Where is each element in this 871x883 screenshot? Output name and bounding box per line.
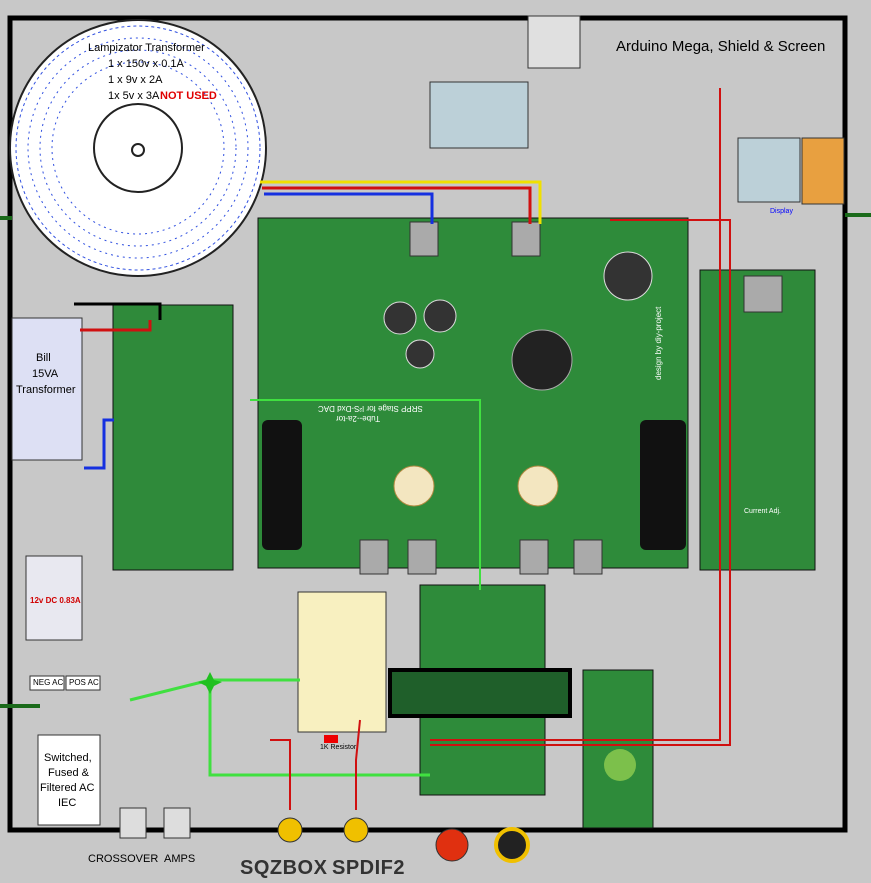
iec-inlet	[37, 734, 101, 826]
cap-1	[383, 301, 417, 335]
terminal-3	[743, 275, 783, 313]
wire-black	[74, 302, 162, 320]
wire-red-1	[262, 186, 532, 224]
psu-12v-label: 12v DC 0.83A	[30, 596, 81, 605]
crossover-label: CROSSOVER	[88, 853, 159, 865]
arduino-connector-top	[527, 15, 581, 69]
resistor-1k	[324, 735, 338, 743]
transformer-line2: 1 x 9v x 2A	[108, 74, 163, 86]
current-adj-label: Current Adj.	[744, 508, 781, 515]
big-cap-right	[640, 420, 686, 550]
terminal-out-3	[519, 539, 549, 575]
display-label: Display	[770, 208, 793, 215]
rca-out-right	[494, 827, 530, 863]
cap-3	[405, 339, 435, 369]
terminal-1	[409, 221, 439, 257]
wire-blue-2	[84, 418, 114, 470]
pos-ac-label: POS AC	[69, 678, 99, 687]
transformer-not-used: NOT USED	[160, 90, 217, 102]
rca-sqzbox	[277, 817, 303, 843]
sqzbox-board	[297, 591, 387, 733]
sqzbox-label: SQZBOX	[240, 857, 328, 879]
transformer-line3: 1x 5v x 3A	[108, 90, 160, 102]
lampizator-transformer	[9, 19, 267, 277]
terminal-out-4	[573, 539, 603, 575]
wire-red-2	[80, 320, 152, 332]
wire-yellow	[260, 180, 542, 224]
cap-2	[423, 299, 457, 333]
wire-lime-3	[250, 399, 481, 590]
amps-label: AMPS	[164, 853, 196, 865]
wire-red-5	[270, 739, 291, 810]
left-regulator-pcb	[112, 304, 234, 571]
bill-line3: Transformer	[16, 384, 76, 396]
right-pcb	[699, 269, 816, 571]
bill-transformer	[11, 317, 83, 461]
terminal-out-1	[359, 539, 389, 575]
dac-module-frame	[388, 668, 572, 718]
xlr-amps	[163, 807, 191, 839]
arduino-label: Arduino Mega, Shield & Screen	[616, 38, 826, 55]
rca-spdif	[343, 817, 369, 843]
wire-red-6	[355, 719, 361, 810]
cap-5	[511, 329, 573, 391]
wire-red-4	[430, 88, 721, 741]
usb-module	[582, 669, 654, 829]
relay-board	[737, 137, 801, 203]
pos-ac-box	[65, 675, 101, 691]
psu-12v	[25, 555, 83, 641]
rca-out-left	[435, 828, 469, 862]
bill-line2: 15VA	[32, 368, 59, 380]
tube-socket-left	[393, 465, 435, 507]
cap-4	[603, 251, 653, 301]
iec-line4: IEC	[58, 797, 77, 809]
terminal-2	[511, 221, 541, 257]
resistor-label: 1K Resistor	[320, 744, 357, 751]
board-designer-text: design by diy-project	[654, 306, 663, 380]
dac-module-top	[419, 584, 546, 671]
wire-red-3	[430, 219, 731, 746]
dac-module-bottom	[419, 704, 546, 796]
tube-socket-right	[517, 465, 559, 507]
neg-ac-label: NEG AC	[33, 678, 64, 687]
breadboard	[429, 81, 529, 149]
chassis-outline	[7, 15, 848, 833]
neg-ac-box	[29, 675, 65, 691]
big-cap-left	[262, 420, 302, 550]
iec-line1: Switched,	[44, 752, 92, 764]
usb-logo	[604, 749, 636, 781]
terminal-out-2	[407, 539, 437, 575]
star-ground	[198, 672, 222, 694]
board-title-1: SRPP Stage for I²S-Dxd DAC	[318, 404, 423, 413]
bill-line1: Bill	[36, 352, 51, 364]
board-title-2: Tube--2a-tor	[336, 414, 381, 423]
transformer-title: Lampizator Transformer	[88, 42, 205, 54]
spdif-label: SPDIF2	[332, 857, 406, 879]
wire-blue-1	[264, 192, 434, 224]
relay-orange	[801, 137, 845, 205]
xlr-crossover	[119, 807, 147, 839]
iec-line3: Filtered AC	[40, 782, 95, 794]
transformer-line1: 1 x 150v x 0.1A	[108, 58, 184, 70]
iec-line2: Fused &	[48, 767, 89, 779]
